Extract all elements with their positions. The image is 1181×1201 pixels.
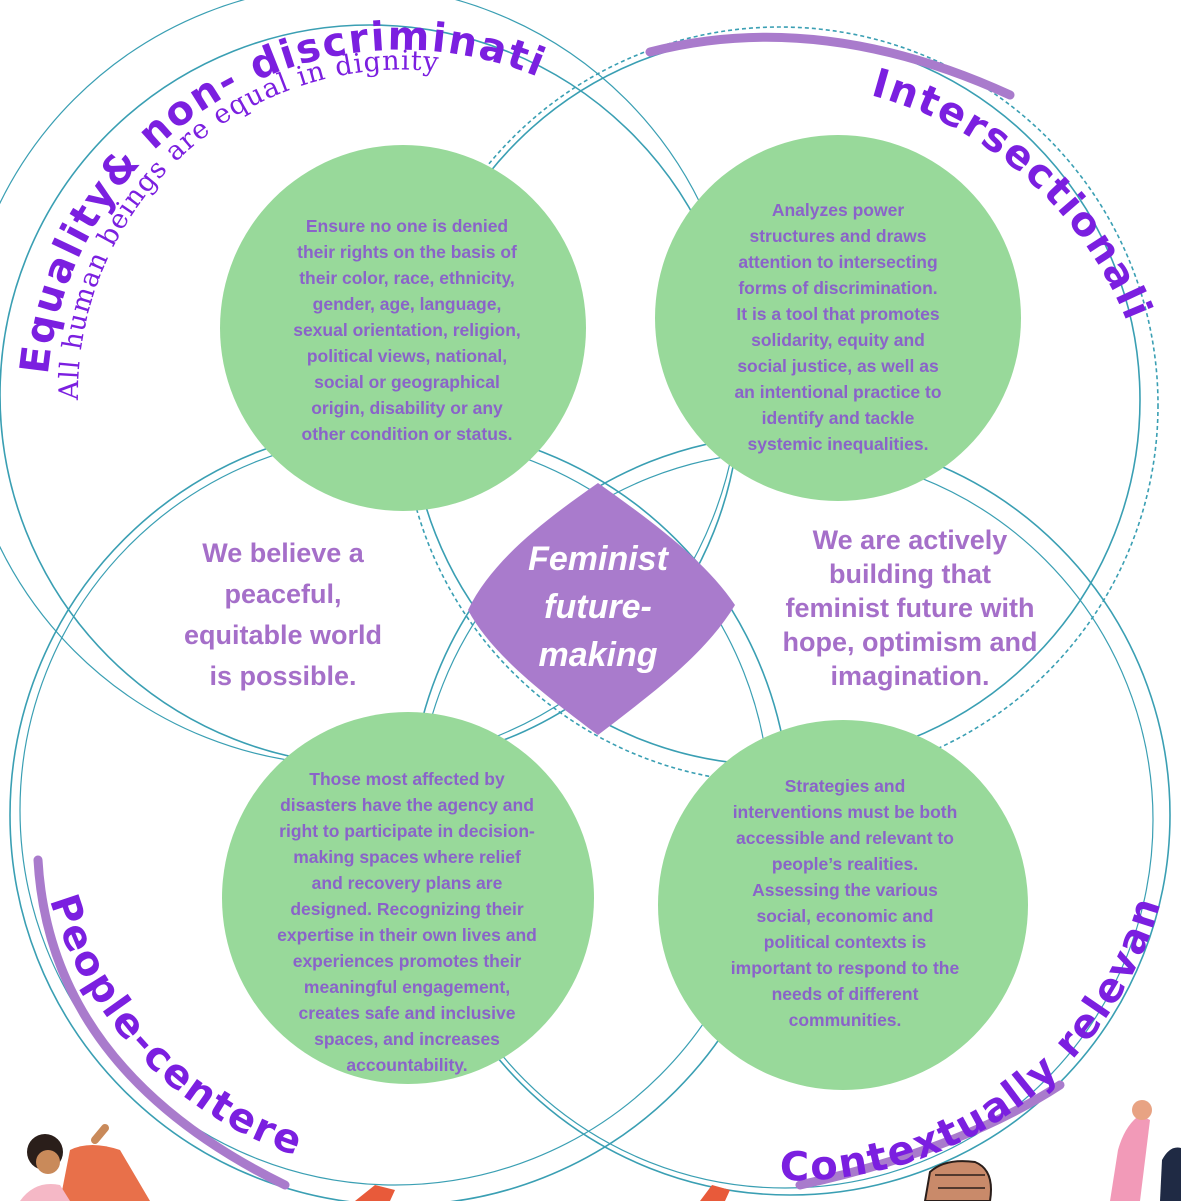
paragraph-line: spaces, and increases <box>314 1029 500 1049</box>
belief-line: imagination. <box>830 661 989 691</box>
center-line: making <box>538 636 657 674</box>
belief-left: We believe a peaceful, equitable world i… <box>184 538 382 691</box>
paragraph-line: accountability. <box>346 1055 467 1075</box>
belief-line: hope, optimism and <box>782 627 1037 657</box>
paragraph-line: Assessing the various <box>752 880 938 900</box>
belief-line: equitable world <box>184 620 382 650</box>
paragraph-line: accessible and relevant to <box>736 828 954 848</box>
paragraph-line: gender, age, language, <box>313 294 502 314</box>
paragraph-line: social or geographical <box>314 372 500 392</box>
paragraph-line: expertise in their own lives and <box>277 925 537 945</box>
paragraph-line: right to participate in decision- <box>279 821 535 841</box>
paragraph-line: other condition or status. <box>302 424 513 444</box>
belief-line: peaceful, <box>224 579 341 609</box>
paragraph-line: social, economic and <box>757 906 934 926</box>
paragraph-line: Analyzes power <box>772 200 904 220</box>
paragraph-line: political contexts is <box>764 932 927 952</box>
paragraph-line: Strategies and <box>785 776 906 796</box>
paragraph-line: Those most affected by <box>309 769 505 789</box>
paragraph-line: an intentional practice to <box>734 382 941 402</box>
paragraph-line: It is a tool that promotes <box>736 304 939 324</box>
paragraph-line: their rights on the basis of <box>297 242 517 262</box>
paragraph-line: social justice, as well as <box>737 356 939 376</box>
paragraph-line: identify and tackle <box>762 408 915 428</box>
paragraph-line: experiences promotes their <box>293 951 522 971</box>
raised-fist-icon <box>923 1160 992 1201</box>
belief-right: We are actively building that feminist f… <box>782 525 1037 691</box>
paragraph-line: creates safe and inclusive <box>299 1003 516 1023</box>
bubble-top-left <box>220 145 586 511</box>
bubble-top-right <box>655 135 1021 501</box>
paragraph-bottom-left: Those most affected by disasters have th… <box>277 769 537 1075</box>
belief-line: building that <box>829 559 991 589</box>
belief-line: feminist future with <box>786 593 1035 623</box>
paragraph-line: and recovery plans are <box>312 873 503 893</box>
belief-line: is possible. <box>209 661 356 691</box>
paragraph-line: origin, disability or any <box>311 398 503 418</box>
paragraph-line: forms of discrimination. <box>738 278 937 298</box>
paragraph-line: communities. <box>789 1010 902 1030</box>
paragraph-line: making spaces where relief <box>293 847 521 867</box>
flag-icon <box>355 1185 730 1201</box>
paragraph-line: their color, race, ethnicity, <box>299 268 515 288</box>
bubble-bottom-left <box>222 712 594 1084</box>
paragraph-line: structures and draws <box>750 226 927 246</box>
protester-right-illustration <box>1110 1100 1181 1201</box>
accent-arc-top-right <box>645 32 1015 100</box>
accent-arcs <box>33 32 1065 1190</box>
paragraph-top-left: Ensure no one is denied their rights on … <box>293 216 521 444</box>
center-line: future- <box>544 588 652 626</box>
paragraph-line: needs of different <box>772 984 919 1004</box>
protester-left-illustration <box>20 1124 150 1201</box>
paragraph-line: disasters have the agency and <box>280 795 534 815</box>
paragraph-line: attention to intersecting <box>738 252 937 272</box>
paragraph-line: political views, national, <box>307 346 507 366</box>
paragraph-line: important to respond to the <box>731 958 960 978</box>
bubbles <box>220 135 1028 1090</box>
paragraph-line: solidarity, equity and <box>751 330 925 350</box>
accent-arc-bottom-left <box>33 855 290 1190</box>
center-text: Feminist future- making <box>528 540 669 674</box>
ring-top-right-dashed <box>401 26 1159 784</box>
accent-arc-bottom-right <box>795 1080 1065 1190</box>
paragraph-top-right: Analyzes power structures and draws atte… <box>734 200 941 454</box>
belief-line: We believe a <box>202 538 365 568</box>
paragraph-line: people’s realities. <box>772 854 918 874</box>
paragraph-line: sexual orientation, religion, <box>293 320 521 340</box>
belief-line: We are actively <box>813 525 1008 555</box>
paragraph-line: systemic inequalities. <box>748 434 929 454</box>
bubble-bottom-right <box>658 720 1028 1090</box>
paragraph-line: Ensure no one is denied <box>306 216 508 236</box>
paragraph-bottom-right: Strategies and interventions must be bot… <box>731 776 960 1030</box>
paragraph-line: meaningful engagement, <box>304 977 510 997</box>
paragraph-line: designed. Recognizing their <box>290 899 524 919</box>
center-line: Feminist <box>528 540 669 578</box>
center-diamond <box>468 483 735 735</box>
paragraph-line: interventions must be both <box>733 802 958 822</box>
